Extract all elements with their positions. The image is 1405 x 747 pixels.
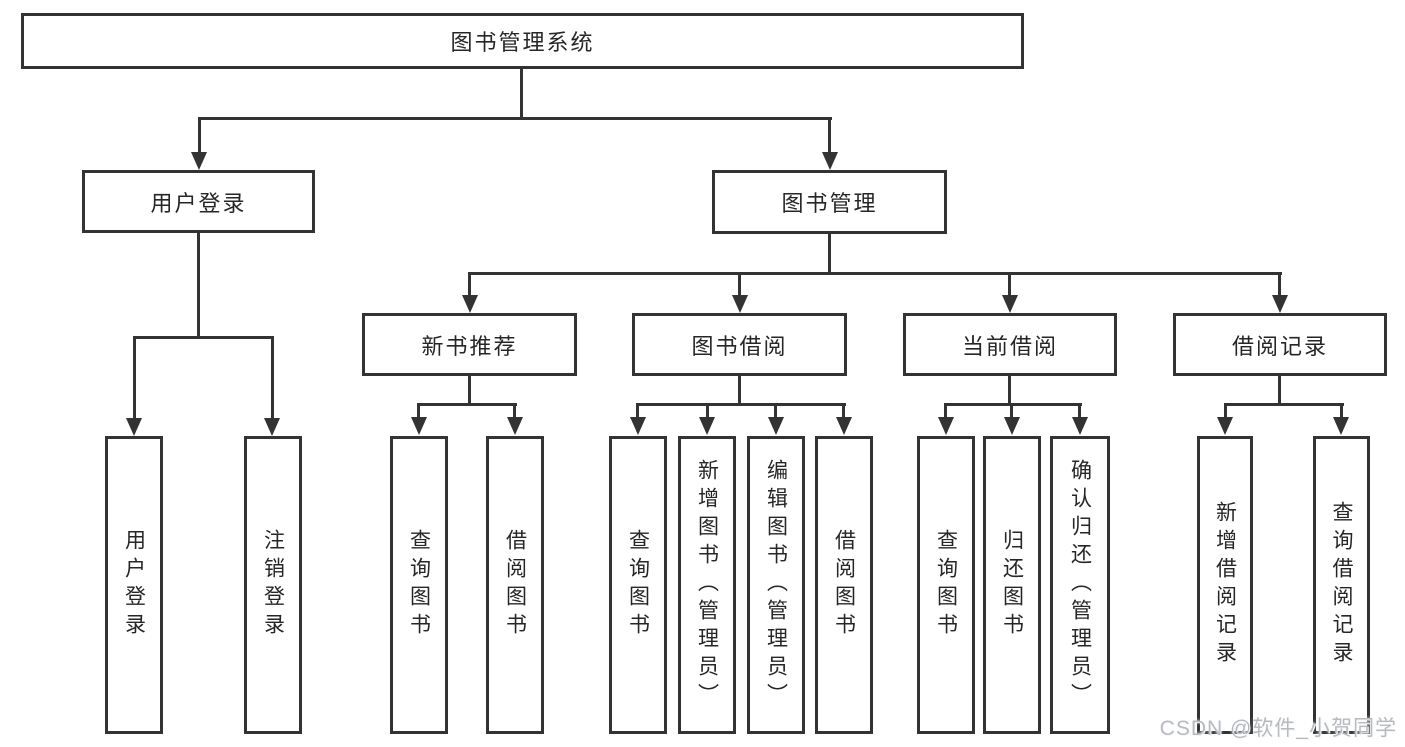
- connector-line: [520, 69, 523, 120]
- node-borrow-records: 借阅记录: [1173, 313, 1387, 376]
- leaf-logout: 注销登录: [244, 436, 302, 734]
- node-current-borrow: 当前借阅: [903, 313, 1117, 376]
- connector-arrowhead-icon: [411, 417, 427, 435]
- connector-line: [468, 376, 471, 406]
- node-label: 借阅记录: [1231, 333, 1328, 359]
- node-label: 确认归还（管理员）: [1068, 459, 1092, 711]
- connector-arrowhead-icon: [1004, 417, 1020, 435]
- node-label: 当前借阅: [961, 333, 1058, 359]
- node-label: 查询图书: [934, 529, 958, 641]
- connector-arrowhead-icon: [462, 295, 478, 313]
- connector-line: [271, 336, 274, 418]
- connector-line: [1278, 272, 1281, 298]
- connector-line: [133, 336, 136, 418]
- connector-line: [828, 234, 831, 275]
- connector-line: [198, 117, 832, 120]
- leaf-return-books: 归还图书: [983, 436, 1041, 734]
- connector-line: [468, 272, 1282, 275]
- connector-line: [944, 403, 1082, 406]
- leaf-edit-books-admin: 编辑图书（管理员）: [747, 436, 805, 734]
- leaf-confirm-return-admin: 确认归还（管理员）: [1050, 436, 1110, 734]
- connector-arrowhead-icon: [938, 417, 954, 435]
- connector-line: [198, 117, 201, 153]
- node-label: 查询图书: [626, 529, 650, 641]
- node-new-book-recommend: 新书推荐: [362, 313, 577, 376]
- node-label: 编辑图书（管理员）: [764, 459, 788, 711]
- node-label: 归还图书: [1000, 529, 1024, 641]
- node-user-login: 用户登录: [82, 170, 315, 233]
- leaf-query-books-current: 查询图书: [917, 436, 975, 734]
- connector-line: [738, 272, 741, 298]
- node-label: 图书借阅: [691, 333, 788, 359]
- connector-arrowhead-icon: [732, 295, 748, 313]
- connector-line: [1078, 403, 1081, 419]
- node-label: 图书管理: [781, 191, 878, 216]
- connector-line: [197, 233, 200, 338]
- leaf-query-books-recommend: 查询图书: [390, 436, 448, 734]
- node-label: 用户登录: [122, 529, 146, 641]
- connector-arrowhead-icon: [836, 417, 852, 435]
- connector-line: [133, 336, 274, 339]
- node-label: 借阅图书: [503, 529, 527, 641]
- leaf-add-books-admin: 新增图书（管理员）: [678, 436, 736, 734]
- connector-line: [1340, 403, 1343, 419]
- connector-arrowhead-icon: [1072, 417, 1088, 435]
- node-label: 图书管理系统: [450, 30, 595, 55]
- connector-line: [468, 272, 471, 298]
- connector-line: [1278, 376, 1281, 406]
- node-label: 借阅图书: [832, 529, 856, 641]
- node-label: 用户登录: [150, 190, 247, 216]
- connector-arrowhead-icon: [126, 418, 142, 436]
- connector-arrowhead-icon: [1272, 295, 1288, 313]
- node-label: 新增借阅记录: [1213, 501, 1237, 669]
- leaf-add-borrow-record: 新增借阅记录: [1197, 436, 1253, 734]
- connector-line: [1224, 403, 1344, 406]
- connector-line: [1008, 272, 1011, 298]
- csdn-watermark: CSDN @软件_小贺同学: [1159, 717, 1397, 740]
- connector-arrowhead-icon: [1333, 417, 1349, 435]
- connector-line: [842, 403, 845, 419]
- node-label: 新书推荐: [421, 333, 518, 359]
- connector-line: [417, 403, 420, 419]
- connector-line: [738, 376, 741, 406]
- node-label: 查询图书: [407, 529, 431, 641]
- leaf-borrow-books-borrow: 借阅图书: [815, 436, 873, 734]
- connector-line: [636, 403, 846, 406]
- connector-arrowhead-icon: [630, 417, 646, 435]
- connector-line: [1224, 403, 1227, 419]
- node-system-root: 图书管理系统: [21, 13, 1024, 69]
- connector-line: [1010, 403, 1013, 419]
- connector-line: [417, 403, 517, 406]
- leaf-borrow-books-recommend: 借阅图书: [486, 436, 544, 734]
- leaf-query-borrow-record: 查询借阅记录: [1313, 436, 1370, 734]
- connector-line: [513, 403, 516, 419]
- connector-arrowhead-icon: [699, 417, 715, 435]
- connector-arrowhead-icon: [264, 418, 280, 436]
- connector-arrowhead-icon: [191, 152, 207, 170]
- node-book-management: 图书管理: [712, 170, 947, 234]
- leaf-query-books-borrow: 查询图书: [609, 436, 667, 734]
- connector-arrowhead-icon: [1002, 295, 1018, 313]
- connector-line: [944, 403, 947, 419]
- node-label: 查询借阅记录: [1330, 501, 1353, 669]
- leaf-user-login: 用户登录: [105, 436, 163, 734]
- connector-arrowhead-icon: [507, 417, 523, 435]
- node-book-borrow: 图书借阅: [632, 313, 847, 376]
- connector-line: [1008, 376, 1011, 406]
- node-label: 注销登录: [261, 529, 285, 641]
- connector-arrowhead-icon: [822, 152, 838, 170]
- connector-line: [774, 403, 777, 419]
- node-label: 新增图书（管理员）: [695, 459, 719, 711]
- connector-line: [636, 403, 639, 419]
- connector-arrowhead-icon: [768, 417, 784, 435]
- connector-line: [828, 117, 831, 153]
- connector-line: [706, 403, 709, 419]
- connector-arrowhead-icon: [1217, 417, 1233, 435]
